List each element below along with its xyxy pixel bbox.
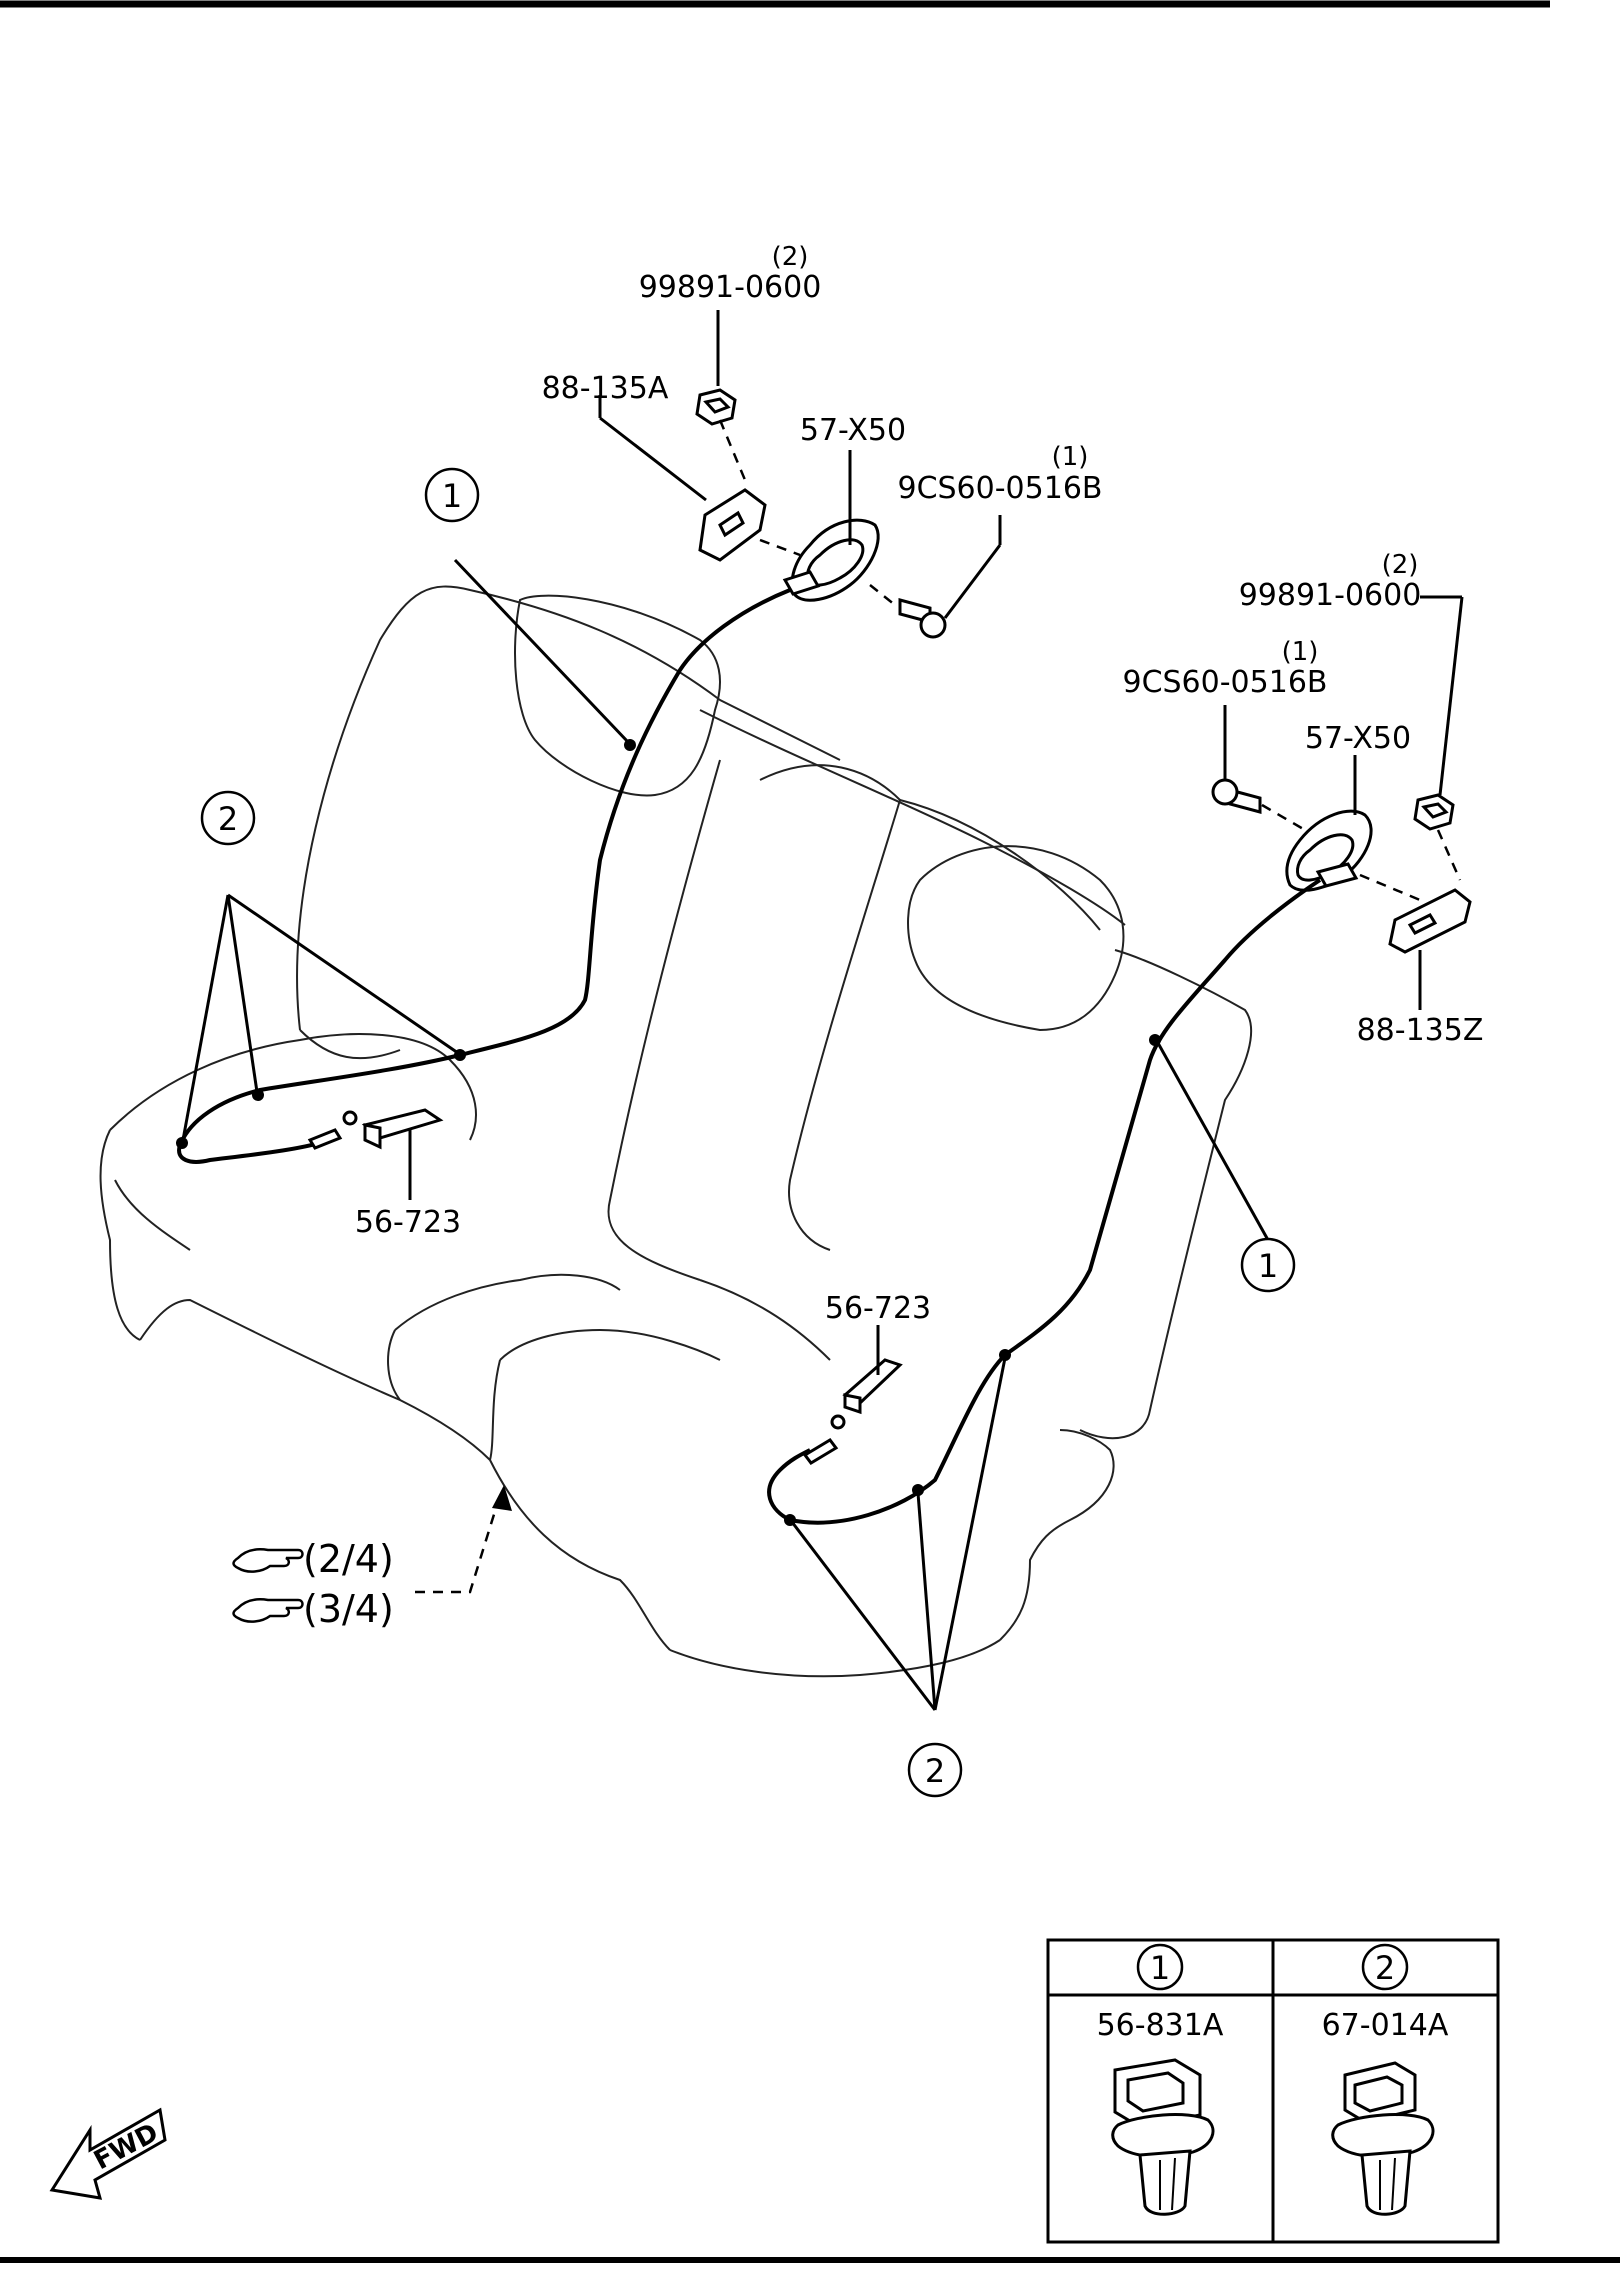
screw-part-top: 9CS60-0516B: [897, 471, 1102, 506]
legend-col1-number: 1: [1136, 1943, 1184, 1991]
svg-text:1: 1: [1258, 1247, 1278, 1285]
callout-2-left: 2: [200, 790, 256, 846]
callout-2-bottom: 2: [907, 1742, 963, 1798]
rear-seat-outline: [99, 585, 1253, 1678]
clip-point-2ra: [999, 1349, 1011, 1361]
clip-56-831a-icon: [1111, 2058, 1215, 2216]
bracket-right-label: 88-135Z: [1357, 1013, 1484, 1048]
nut-part-right: 99891-0600: [1239, 578, 1422, 613]
handle-right-label: 57-X50: [1305, 721, 1411, 756]
svg-text:2: 2: [1375, 1949, 1395, 1987]
clip-point-2rb: [912, 1484, 924, 1496]
bracket-left-label: 88-135A: [542, 371, 669, 406]
left-release-assembly: [176, 310, 1002, 1200]
callout-1-right: 1: [1240, 1237, 1296, 1293]
right-release-assembly: [767, 595, 1472, 1711]
nut-part-top: 99891-0600: [639, 270, 822, 305]
screw-qty-top: (1): [1052, 442, 1089, 472]
nut-qty-top: (2): [772, 242, 809, 272]
legend-col1-part: 56-831A: [1097, 2008, 1224, 2043]
svg-text:(2/4): (2/4): [303, 1537, 394, 1581]
reference-arrow: [415, 1485, 512, 1594]
cable-end-left-label: 56-723: [355, 1205, 461, 1240]
cable-end-right-label: 56-723: [825, 1291, 931, 1326]
screw-part-right: 9CS60-0516B: [1122, 665, 1327, 700]
ref-page-2-4[interactable]: (2/4): [232, 1537, 394, 1581]
callout-1-top: 1: [424, 467, 480, 523]
svg-text:2: 2: [218, 800, 238, 838]
svg-text:2: 2: [925, 1752, 945, 1790]
legend-col2-part: 67-014A: [1322, 2008, 1449, 2043]
clip-point-2b: [252, 1089, 264, 1101]
svg-text:1: 1: [442, 477, 462, 515]
clip-legend-table: 1 2 56-831A 67-014A: [1046, 1938, 1500, 2244]
clip-67-014a-icon: [1331, 2061, 1435, 2216]
handle-left-label: 57-X50: [800, 413, 906, 448]
pointing-hand-icon: [232, 1548, 304, 1573]
legend-col2-number: 2: [1361, 1943, 1409, 1991]
forward-arrow-icon: FWD: [49, 2107, 167, 2200]
ref-page-3-4[interactable]: (3/4): [232, 1587, 394, 1631]
svg-text:FWD: FWD: [89, 2118, 163, 2176]
svg-text:(3/4): (3/4): [303, 1587, 394, 1631]
screw-qty-right: (1): [1282, 637, 1319, 667]
clip-point-2c: [176, 1137, 188, 1149]
nut-qty-right: (2): [1382, 550, 1419, 580]
pointing-hand-icon: [232, 1598, 304, 1623]
svg-text:1: 1: [1150, 1949, 1170, 1987]
